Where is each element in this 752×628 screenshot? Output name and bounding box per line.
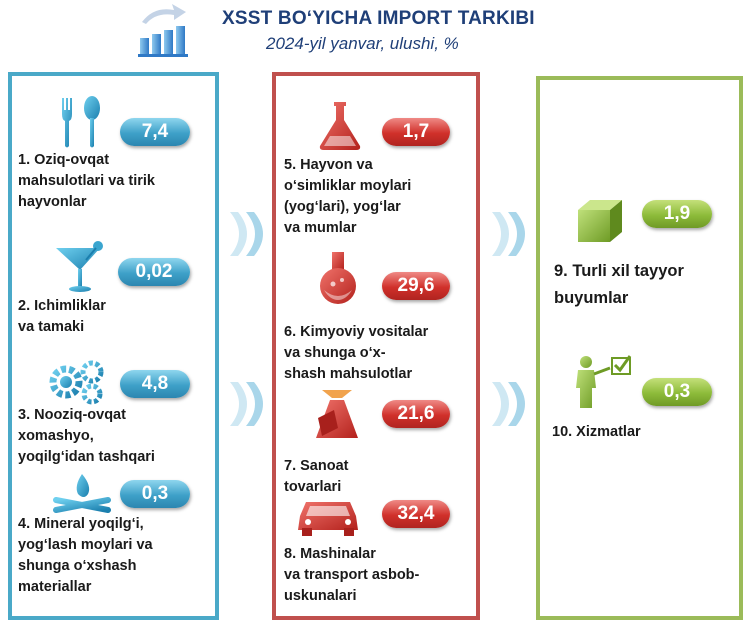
value-pill: 29,6 — [382, 272, 450, 300]
panel-group-2 — [272, 72, 480, 620]
value-pill: 1,7 — [382, 118, 450, 146]
chevron-right-icon — [492, 212, 525, 256]
item-label: 6. Kimyoviy vositalar va shunga o‘x- sha… — [284, 324, 429, 382]
car-icon — [298, 502, 358, 536]
value-pill: 0,3 — [642, 378, 712, 406]
value-pill: 0,02 — [118, 258, 190, 286]
item-label: 5. Hayvon va o‘simliklar moylari (yog‘la… — [284, 157, 412, 236]
gears-icon — [49, 360, 104, 405]
value-pill: 32,4 — [382, 500, 450, 528]
chevron-right-icon — [230, 382, 263, 426]
chemistry-flask-icon — [320, 252, 356, 304]
item-label: 2. Ichimliklar va tamaki — [18, 298, 106, 335]
chevron-right-icon — [492, 382, 525, 426]
item-label: 1. Oziq-ovqat mahsulotlari va tirik hayv… — [18, 152, 155, 210]
chevron-right-icon — [230, 212, 263, 256]
value-pill: 7,4 — [120, 118, 190, 146]
panel-group-3 — [536, 76, 743, 620]
value-pill: 0,3 — [120, 480, 190, 508]
fork-spoon-icon — [62, 96, 100, 148]
campfire-icon — [53, 474, 111, 513]
hammer-icon — [316, 390, 358, 438]
presenter-checklist-icon — [576, 355, 632, 408]
bar-chart-arrow-icon — [138, 4, 188, 57]
value-pill: 4,8 — [120, 370, 190, 398]
value-pill: 1,9 — [642, 200, 712, 228]
value-pill: 21,6 — [382, 400, 450, 428]
item-label: 8. Mashinalar va transport asbob- uskuna… — [284, 546, 420, 604]
box-icon — [578, 200, 622, 242]
panel-group-1 — [8, 72, 219, 620]
flask-icon — [319, 102, 361, 150]
item-label: 9. Turli xil tayyor buyumlar — [554, 262, 684, 307]
cocktail-glass-icon — [56, 241, 103, 292]
page-subtitle: 2024-yil yanvar, ulushi, % — [266, 34, 459, 53]
item-label: 4. Mineral yoqilg‘i, yog‘lash moylari va… — [18, 516, 153, 595]
item-label: 7. Sanoat tovarlari — [284, 458, 349, 495]
item-label: 3. Nooziq-ovqat xomashyo, yoqilg‘idan ta… — [18, 407, 155, 465]
item-label: 10. Xizmatlar — [552, 424, 641, 440]
page-title: XSST BO‘YICHA IMPORT TARKIBI — [222, 8, 535, 29]
